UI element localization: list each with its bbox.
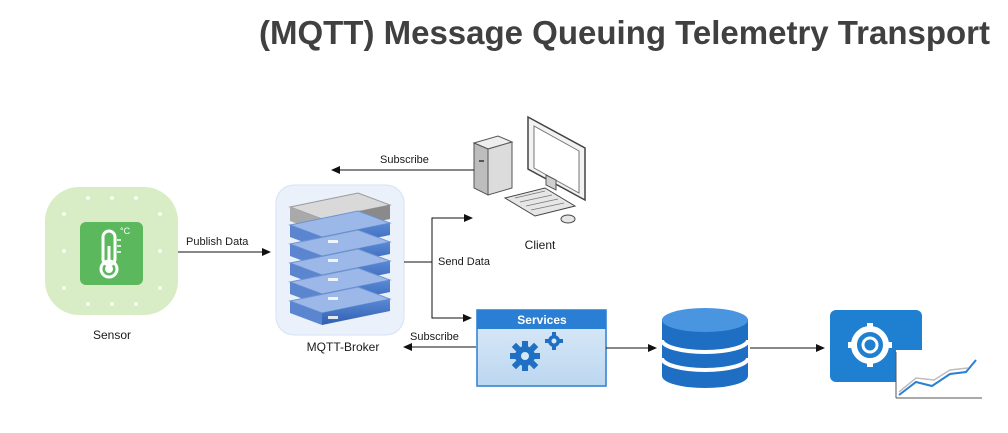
sensor-unit-label: °C: [120, 226, 131, 236]
database-icon: [660, 308, 750, 388]
services-node[interactable]: [476, 309, 607, 387]
broker-label: MQTT-Broker: [306, 340, 380, 354]
edge-send-to-client: [404, 214, 473, 263]
sensor-node[interactable]: °C: [45, 187, 178, 315]
dashboard-node[interactable]: [830, 310, 982, 400]
grafana-icon: [830, 310, 982, 400]
edge-label-subscribe-client: Subscribe: [380, 154, 429, 166]
client-node[interactable]: [472, 115, 586, 224]
edge-send-to-services: [431, 262, 472, 322]
edge-label-subscribe-services: Subscribe: [410, 331, 459, 343]
edges: [178, 166, 825, 352]
edge-label-publish: Publish Data: [186, 236, 249, 248]
edge-label-send: Send Data: [438, 256, 490, 268]
desktop-computer-icon: [472, 115, 586, 224]
server-rack-icon: [288, 192, 392, 325]
client-label: Client: [524, 238, 556, 252]
database-node[interactable]: [660, 308, 750, 388]
services-title: Services: [517, 313, 567, 327]
gears-icon: [510, 332, 563, 371]
broker-node[interactable]: [275, 184, 405, 336]
thermometer-icon: °C: [99, 226, 131, 279]
sensor-label: Sensor: [92, 328, 132, 342]
page-title: (MQTT) Message Queuing Telemetry Transpo…: [258, 14, 990, 51]
